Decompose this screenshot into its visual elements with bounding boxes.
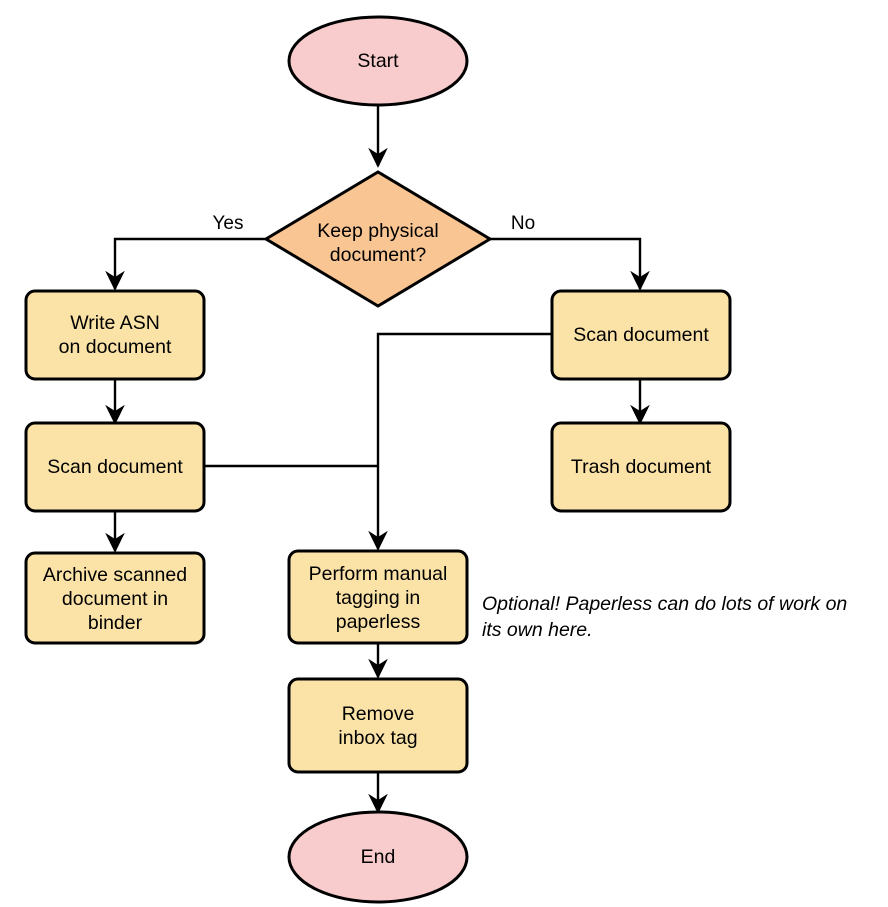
node-perform-manual-tagging[interactable]: Perform manual tagging in paperless: [287, 549, 469, 645]
node-end[interactable]: End: [287, 810, 469, 904]
annotation-optional-note: Optional! Paperless can do lots of work …: [482, 593, 847, 641]
node-archive-scanned-document[interactable]: Archive scanned document in binder: [24, 551, 206, 645]
scan-document-right-label: Scan document: [573, 324, 709, 346]
node-trash-document[interactable]: Trash document: [550, 421, 732, 513]
archive-label-line1: Archive scanned: [43, 564, 187, 586]
end-label: End: [361, 846, 396, 868]
optional-note-line1: Optional! Paperless can do lots of work …: [482, 593, 847, 615]
write-asn-label-line1: Write ASN: [70, 312, 160, 334]
manual-tagging-label-line1: Perform manual: [309, 563, 448, 585]
edge-scan-right-to-manual-tagging: [368, 332, 552, 551]
manual-tagging-label-line2: tagging in: [336, 587, 421, 609]
node-write-asn-on-document[interactable]: Write ASN on document: [24, 289, 206, 381]
write-asn-box: [24, 289, 206, 381]
edge-decision-yes-to-write-asn: [105, 237, 266, 291]
edge-decision-no-to-scan-right: [490, 237, 650, 291]
archive-label-line2: document in: [62, 588, 168, 610]
decision-diamond: [263, 170, 493, 308]
decision-label-line2: document?: [330, 244, 427, 266]
trash-document-label: Trash document: [571, 456, 712, 478]
node-start[interactable]: Start: [287, 15, 469, 107]
node-scan-document-left[interactable]: Scan document: [24, 421, 206, 513]
manual-tagging-label-line3: paperless: [336, 611, 421, 633]
scan-document-left-box: [24, 421, 206, 513]
remove-inbox-label-line1: Remove: [342, 703, 415, 725]
node-decision-keep-physical-document[interactable]: Keep physical document?: [263, 170, 493, 308]
trash-document-box: [550, 421, 732, 513]
start-ellipse: [287, 15, 469, 107]
archive-label-line3: binder: [88, 612, 143, 634]
manual-tagging-box: [287, 549, 469, 645]
scan-document-right-box: [550, 289, 732, 381]
edge-label-no: No: [511, 213, 535, 234]
start-label: Start: [357, 50, 399, 72]
archive-box: [24, 551, 206, 645]
scan-document-left-label: Scan document: [47, 456, 183, 478]
remove-inbox-box: [287, 677, 469, 774]
edge-label-yes: Yes: [213, 213, 244, 234]
decision-label-line1: Keep physical: [317, 220, 438, 242]
write-asn-label-line2: on document: [59, 336, 172, 358]
node-remove-inbox-tag[interactable]: Remove inbox tag: [287, 677, 469, 774]
remove-inbox-label-line2: inbox tag: [338, 727, 417, 749]
optional-note-line2: its own here.: [482, 619, 593, 641]
end-ellipse: [287, 810, 469, 904]
node-scan-document-right[interactable]: Scan document: [550, 289, 732, 381]
